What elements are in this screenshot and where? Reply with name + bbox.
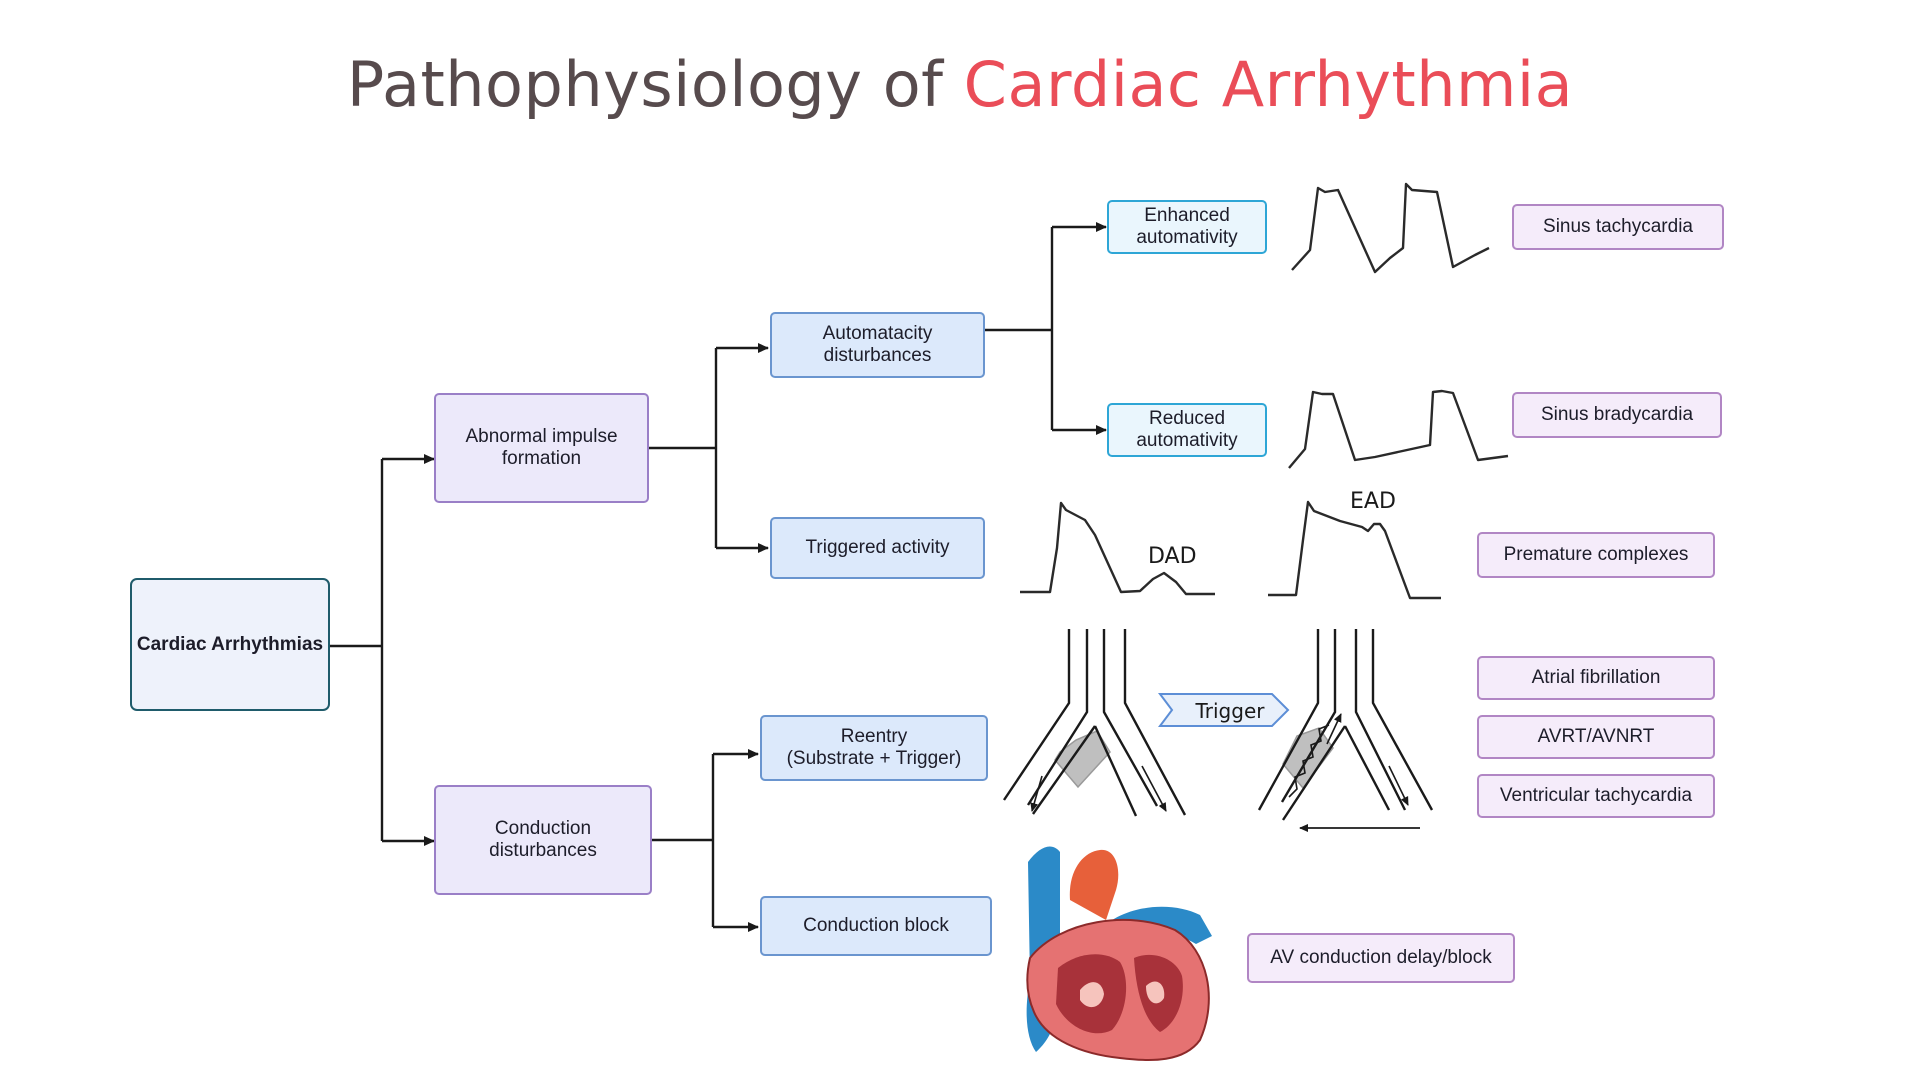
ead-waveform: [1268, 500, 1441, 600]
trigger-label: Trigger: [1195, 699, 1266, 723]
triggered-activity-node: Triggered activity: [770, 517, 985, 579]
reentry-node: Reentry (Substrate + Trigger): [760, 715, 988, 781]
ead-label: EAD: [1350, 489, 1396, 514]
reentry-pathway-diagram: [1003, 629, 1187, 817]
outcome-atrial-fibrillation: Atrial fibrillation: [1477, 656, 1715, 700]
conduction-block-node: Conduction block: [760, 896, 992, 956]
outcome-avrt-avnrt: AVRT/AVNRT: [1477, 715, 1715, 759]
conduction-disturbances-node: Conduction disturbances: [434, 785, 652, 895]
reduced-automaticity-node: Reduced automativity: [1107, 403, 1267, 457]
heart-anatomy-icon: [1026, 846, 1212, 1062]
abnormal-impulse-formation-node: Abnormal impulse formation: [434, 393, 649, 503]
page-title: Pathophysiology of Cardiac Arrhythmia: [0, 48, 1920, 121]
connectors: [329, 222, 1107, 932]
outcome-ventricular-tachycardia: Ventricular tachycardia: [1477, 774, 1715, 818]
enhanced-automaticity-waveform: [1291, 182, 1490, 274]
reduced-automaticity-waveform: [1288, 389, 1509, 469]
trigger-arrow-icon: Trigger: [1158, 693, 1290, 727]
outcome-premature-complexes: Premature complexes: [1477, 532, 1715, 578]
automaticity-disturbances-node: Automatacity disturbances: [770, 312, 985, 378]
outcome-sinus-tachycardia: Sinus tachycardia: [1512, 204, 1724, 250]
outcome-sinus-bradycardia: Sinus bradycardia: [1512, 392, 1722, 438]
enhanced-automaticity-node: Enhanced automativity: [1107, 200, 1267, 254]
reentry-circuit-diagram: [1257, 629, 1434, 832]
title-prefix: Pathophysiology of: [346, 48, 944, 121]
dad-label: DAD: [1148, 544, 1197, 569]
root-node: Cardiac Arrhythmias: [130, 578, 330, 711]
title-accent: Cardiac Arrhythmia: [963, 48, 1574, 121]
dad-waveform: [1020, 501, 1215, 596]
outcome-av-conduction-block: AV conduction delay/block: [1247, 933, 1515, 983]
